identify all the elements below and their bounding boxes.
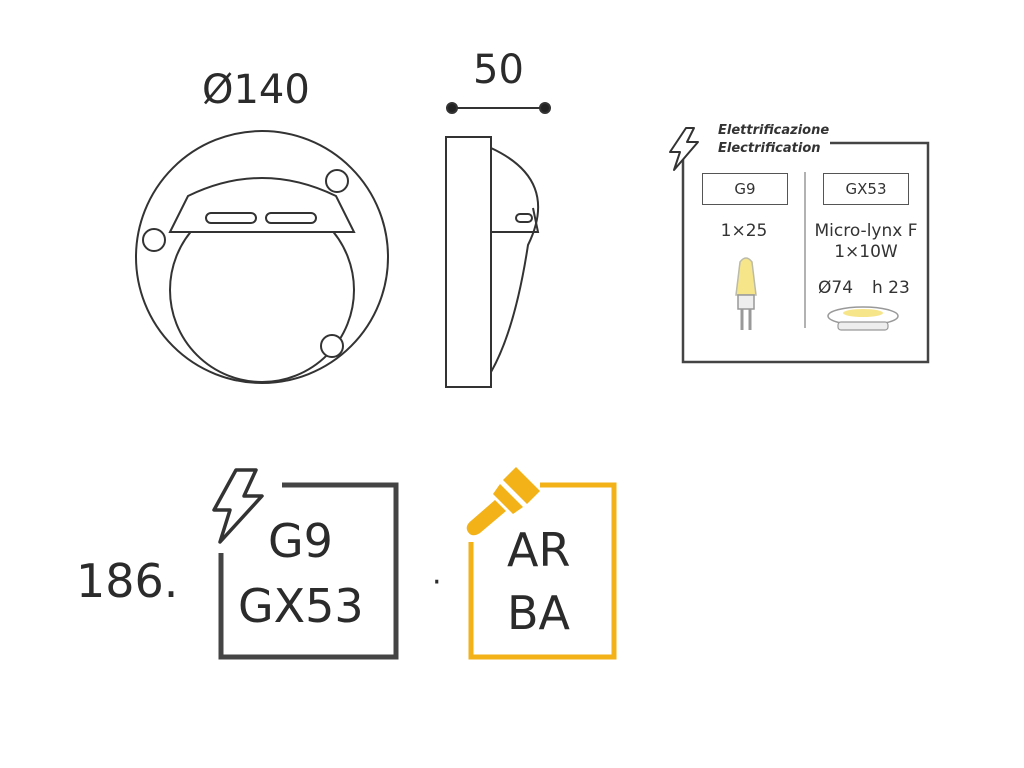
side-dome: [490, 147, 540, 373]
g9-bulb-icon: [735, 257, 757, 330]
paintbrush-icon: [466, 467, 540, 536]
lightning-icon-large: [212, 468, 264, 544]
socket-code-1: G9: [268, 514, 333, 568]
gx53-size-height: h 23: [872, 278, 910, 298]
diameter-label: Ø140: [202, 67, 310, 113]
color-code-1: AR: [507, 523, 571, 577]
socket-code-2: GX53: [238, 579, 364, 633]
side-hood: [491, 207, 540, 233]
gx53-rating: 1×10W: [834, 242, 898, 262]
side-view: [445, 136, 540, 388]
gx53-lamp-type: Micro-lynx F: [814, 221, 918, 241]
front-view: [135, 130, 389, 384]
hood-shape: [168, 177, 356, 233]
gx53-socket-box: GX53: [823, 173, 909, 205]
screw-top-right: [325, 169, 349, 193]
g9-rating: 1×25: [720, 221, 768, 241]
lightning-icon-small: [669, 127, 699, 171]
depth-dimension-line: [446, 102, 551, 114]
gx53-lamp-icon: [827, 306, 899, 331]
depth-label: 50: [473, 47, 524, 93]
outer-ring: [135, 130, 389, 384]
electrification-title-it: Elettrificazione: [718, 123, 830, 138]
slot-left: [205, 212, 257, 224]
electrification-title-en: Electrification: [718, 141, 821, 156]
gx53-size-diameter: Ø74: [818, 278, 854, 298]
side-slot: [515, 213, 533, 223]
separator-dot: ·: [432, 565, 442, 600]
color-code-2: BA: [507, 586, 571, 640]
side-base-plate: [445, 136, 492, 388]
electrification-frame: [681, 141, 930, 364]
socket-box-frame: [218, 482, 399, 660]
screw-bottom-right: [320, 334, 344, 358]
screw-left: [142, 228, 166, 252]
slot-right: [265, 212, 317, 224]
product-number: 186.: [76, 554, 179, 608]
g9-socket-box: G9: [702, 173, 788, 205]
color-box-frame: [468, 482, 617, 660]
